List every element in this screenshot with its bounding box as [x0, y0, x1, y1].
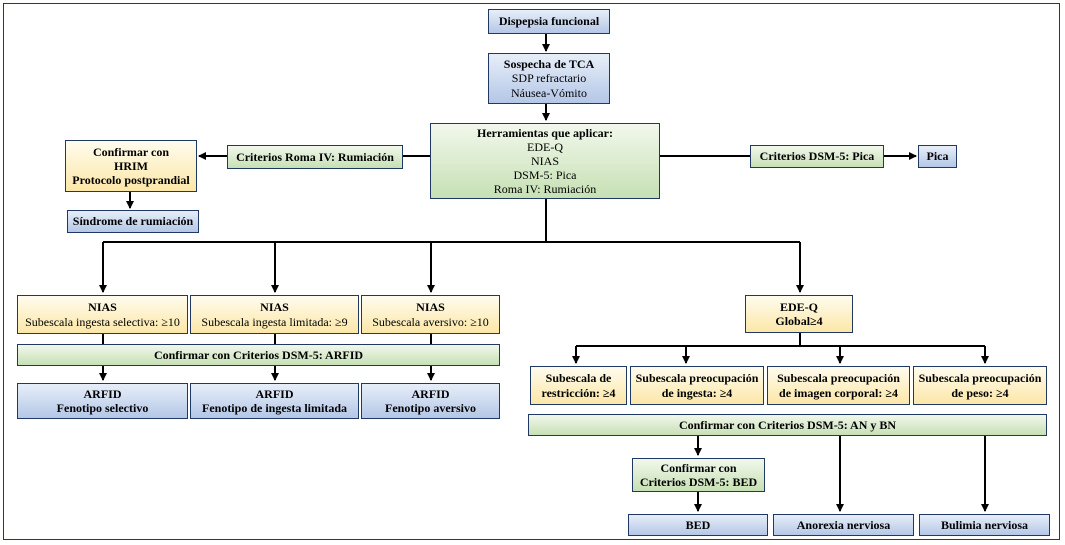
node-sospecha-line: Náusea-Vómito: [511, 85, 587, 100]
node-arfid-line: Fenotipo de ingesta limitada: [201, 401, 347, 415]
node-herramientas-line: Roma IV: Rumiación: [493, 182, 597, 197]
node-sub-line: Subescala de: [545, 371, 612, 386]
node-arfid-aversivo: ARFID Fenotipo aversivo: [361, 383, 500, 419]
node-arfid-title: ARFID: [255, 386, 294, 401]
node-hrim: Confirmar con HRIM Protocolo postprandia…: [65, 140, 197, 192]
node-nias-line: Subescala aversivo: ≥10: [372, 314, 489, 329]
node-nias-limitada: NIAS Subescala ingesta limitada: ≥9: [190, 295, 359, 334]
node-sub-imagen: Subescala preocupación de imagen corpora…: [767, 366, 910, 405]
node-dsm-pica-line: Criterios DSM-5: Pica: [759, 149, 875, 164]
node-anorexia-line: Anorexia nerviosa: [796, 517, 891, 532]
node-arfid-line: Fenotipo selectivo: [56, 401, 149, 415]
node-nias-title: NIAS: [416, 300, 445, 315]
node-sub-ingesta: Subescala preocupación de ingesta: ≥4: [630, 366, 764, 405]
node-confirm-an-bn-line: Confirmar con Criterios DSM-5: AN y BN: [678, 417, 897, 432]
node-sub-peso: Subescala preocupación de peso: ≥4: [913, 366, 1047, 405]
node-bulimia-line: Bulimia nerviosa: [940, 517, 1028, 532]
node-hrim-line: HRIM: [114, 158, 148, 173]
node-sub-line: Subescala preocupación: [777, 371, 900, 386]
node-herramientas-line: DSM-5: Pica: [513, 168, 577, 183]
node-confirm-bed-line: Confirmar con: [660, 460, 737, 475]
node-herramientas-title: Herramientas que aplicar:: [477, 125, 613, 140]
node-nias-selectiva: NIAS Subescala ingesta selectiva: ≥10: [17, 295, 188, 334]
node-arfid-line: Fenotipo aversivo: [385, 401, 476, 415]
node-sub-line: restricción: ≥4: [541, 385, 616, 400]
node-nias-title: NIAS: [88, 300, 117, 315]
node-roma: Criterios Roma IV: Rumiación: [227, 145, 403, 169]
node-bed-line: BED: [685, 517, 711, 532]
node-pica-line: Pica: [926, 149, 949, 164]
node-confirm-bed-line: Criterios DSM-5: BED: [639, 475, 758, 489]
node-edeq-title: EDE-Q: [779, 299, 818, 314]
node-arfid-selectivo: ARFID Fenotipo selectivo: [17, 383, 188, 419]
node-arfid-title: ARFID: [411, 386, 450, 401]
node-anorexia: Anorexia nerviosa: [773, 514, 914, 536]
node-sospecha-line: SDP refractario: [511, 71, 587, 86]
node-sindrome: Síndrome de rumiación: [67, 210, 199, 233]
node-bulimia: Bulimia nerviosa: [919, 514, 1050, 536]
node-arfid-title: ARFID: [83, 386, 122, 401]
node-sub-line: de peso: ≥4: [951, 385, 1009, 400]
node-pica: Pica: [918, 145, 957, 168]
node-sub-line: Subescala preocupación: [918, 371, 1042, 386]
node-bed: BED: [628, 514, 768, 536]
node-confirm-bed: Confirmar con Criterios DSM-5: BED: [632, 458, 765, 492]
node-dispepsia-line: Dispepsia funcional: [498, 14, 600, 29]
node-confirm-an-bn: Confirmar con Criterios DSM-5: AN y BN: [528, 414, 1047, 436]
node-nias-line: Subescala ingesta selectiva: ≥10: [25, 314, 180, 329]
node-roma-line: Criterios Roma IV: Rumiación: [236, 149, 394, 164]
node-sindrome-line: Síndrome de rumiación: [72, 214, 194, 229]
node-sospecha-title: Sospecha de TCA: [503, 57, 595, 72]
node-dsm-pica: Criterios DSM-5: Pica: [750, 145, 884, 168]
node-confirm-arfid: Confirmar con Criterios DSM-5: ARFID: [17, 344, 500, 366]
node-edeq: EDE-Q Global≥4: [745, 295, 853, 333]
node-sub-restriccion: Subescala de restricción: ≥4: [530, 366, 627, 405]
node-sub-line: Subescala preocupación: [635, 371, 759, 386]
node-herramientas-line: NIAS: [530, 153, 559, 168]
node-confirm-arfid-line: Confirmar con Criterios DSM-5: ARFID: [153, 347, 364, 362]
node-nias-title: NIAS: [260, 300, 289, 315]
diagram-frame: [3, 3, 1060, 540]
node-nias-aversivo: NIAS Subescala aversivo: ≥10: [361, 295, 500, 334]
node-edeq-line: Global≥4: [775, 314, 823, 328]
node-hrim-line: Protocolo postprandial: [72, 173, 190, 188]
node-hrim-line: Confirmar con: [92, 144, 170, 159]
node-nias-line: Subescala ingesta limitada: ≥9: [201, 314, 348, 329]
node-herramientas-line: EDE-Q: [527, 139, 563, 154]
node-sospecha: Sospecha de TCA SDP refractario Náusea-V…: [488, 53, 610, 104]
node-herramientas: Herramientas que aplicar: EDE-Q NIAS DSM…: [430, 123, 660, 199]
node-sub-line: de ingesta: ≥4: [661, 385, 733, 400]
node-arfid-limitada: ARFID Fenotipo de ingesta limitada: [190, 383, 359, 419]
node-sub-line: de imagen corporal: ≥4: [779, 385, 898, 400]
node-dispepsia: Dispepsia funcional: [488, 9, 610, 34]
